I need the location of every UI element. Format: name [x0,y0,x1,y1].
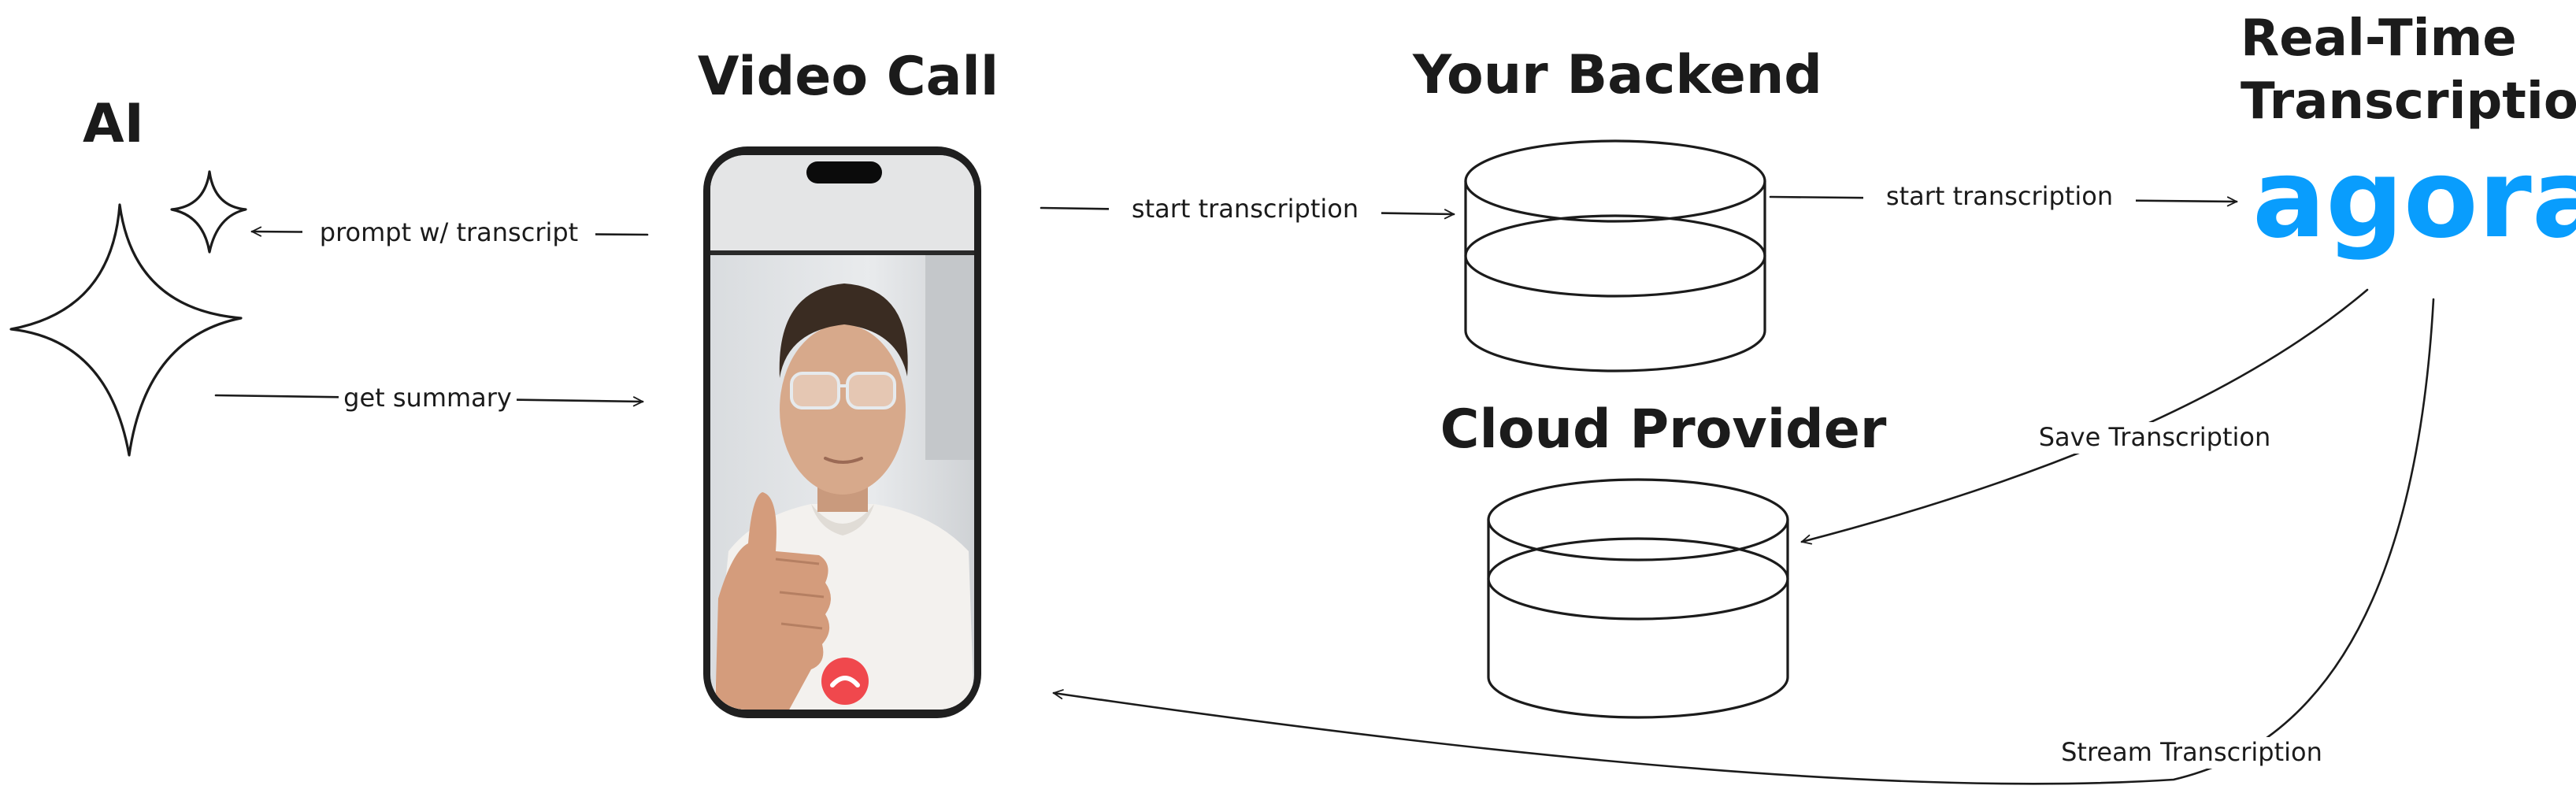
agora-logo: agora [2252,135,2576,262]
edge-label-start-backend: start transcription [1132,194,1358,224]
backend-node: Your Backend [1412,44,1822,372]
edge-stream: Stream Transcription [1054,298,2435,785]
phone-notch [806,161,882,183]
sparkle-small-icon [170,170,247,254]
transcription-title-line2: Transcription [2241,72,2576,131]
hang-up-button[interactable] [821,658,869,705]
edge-label-stream: Stream Transcription [2061,737,2322,767]
video-call-title: Video Call [698,46,999,108]
transcription-node: Real-Time Transcription agora [2241,9,2576,262]
edge-label-start-agora: start transcription [1886,181,2113,211]
ai-node: AI [9,93,247,457]
database-icon [1464,139,1766,372]
database-icon [1487,478,1789,719]
edge-save: Save Transcription [1802,288,2369,542]
transcription-title-line1: Real-Time [2241,9,2517,68]
backend-title: Your Backend [1412,44,1822,106]
person-hair [779,283,908,378]
video-call-node: Video Call [698,46,999,718]
edge-summary: get summary [214,383,643,416]
phone-hangup-icon [830,676,860,687]
edge-prompt: prompt w/ transcript [252,216,649,247]
sparkle-large-icon [9,203,243,457]
edge-start-to-backend: start transcription [1040,194,1454,227]
ai-title: AI [83,93,144,155]
person-face [780,324,906,495]
edge-label-save: Save Transcription [2039,422,2271,452]
phone-icon [703,146,981,718]
edge-start-to-agora: start transcription [1769,181,2237,214]
cloud-provider-node: Cloud Provider [1440,398,1887,719]
thumbs-up-hand [715,492,831,710]
glasses-icon [790,372,896,409]
edge-label-summary: get summary [343,383,512,413]
cloud-provider-title: Cloud Provider [1440,398,1887,461]
edge-label-prompt: prompt w/ transcript [320,217,578,247]
